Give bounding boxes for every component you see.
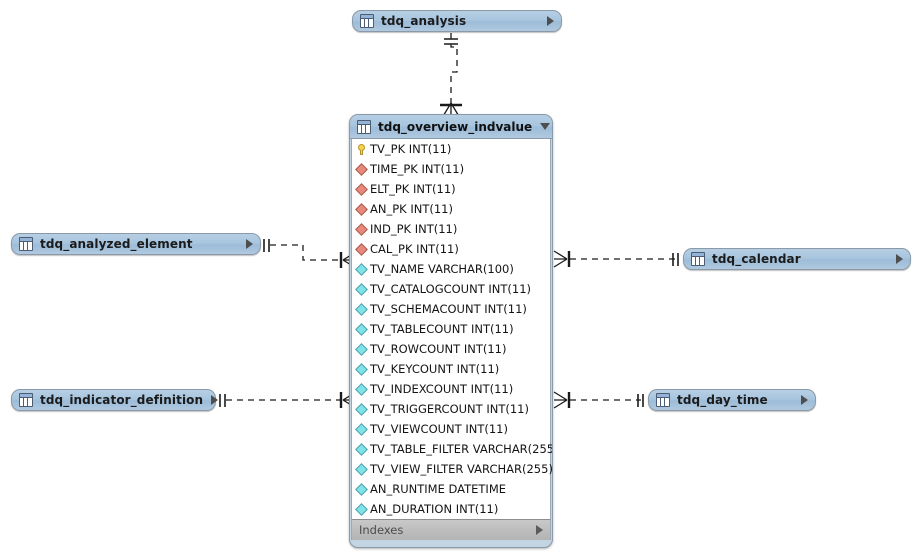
- table-title: tdq_indicator_definition: [40, 393, 204, 407]
- column-row[interactable]: AN_DURATION INT(11): [352, 499, 550, 519]
- column-label: TV_TABLECOUNT INT(11): [370, 322, 514, 336]
- indexes-label: Indexes: [359, 523, 404, 537]
- column-label: IND_PK INT(11): [370, 222, 458, 236]
- table-title: tdq_analysis: [381, 14, 467, 28]
- column-row[interactable]: AN_RUNTIME DATETIME: [352, 479, 550, 499]
- table-node-tdq-day-time[interactable]: tdq_day_time: [648, 389, 816, 411]
- column-row[interactable]: TV_PK INT(11): [352, 139, 550, 159]
- column-row[interactable]: CAL_PK INT(11): [352, 239, 550, 259]
- column-diamond-icon: [355, 482, 368, 496]
- table-icon: [656, 393, 670, 407]
- column-label: ELT_PK INT(11): [370, 182, 456, 196]
- table-node-tdq-overview-indvalue[interactable]: tdq_overview_indvalue TV_PK INT(11) TIME_…: [349, 114, 553, 548]
- table-title: tdq_overview_indvalue: [378, 119, 533, 134]
- column-label: AN_PK INT(11): [370, 202, 453, 216]
- chevron-right-icon[interactable]: [801, 395, 808, 405]
- column-label: TV_VIEW_FILTER VARCHAR(255): [370, 462, 553, 476]
- column-row[interactable]: TIME_PK INT(11): [352, 159, 550, 179]
- fk-diamond-icon: [355, 182, 368, 196]
- column-row[interactable]: TV_KEYCOUNT INT(11): [352, 359, 550, 379]
- column-row[interactable]: TV_TABLECOUNT INT(11): [352, 319, 550, 339]
- chevron-right-icon[interactable]: [547, 16, 554, 26]
- column-label: TV_ROWCOUNT INT(11): [370, 342, 507, 356]
- fk-diamond-icon: [355, 162, 368, 176]
- column-row[interactable]: AN_PK INT(11): [352, 199, 550, 219]
- column-row[interactable]: TV_SCHEMACOUNT INT(11): [352, 299, 550, 319]
- table-title: tdq_calendar: [712, 252, 801, 266]
- table-node-tdq-calendar[interactable]: tdq_calendar: [683, 248, 911, 270]
- table-icon: [19, 393, 33, 407]
- column-label: TV_KEYCOUNT INT(11): [370, 362, 500, 376]
- column-label: CAL_PK INT(11): [370, 242, 459, 256]
- column-diamond-icon: [355, 462, 368, 476]
- relationship-overview-to-day-time: [553, 391, 644, 409]
- chevron-down-icon[interactable]: [540, 123, 551, 130]
- column-label: TV_VIEWCOUNT INT(11): [370, 422, 508, 436]
- table-title: tdq_day_time: [677, 393, 768, 407]
- chevron-right-icon[interactable]: [246, 239, 253, 249]
- column-diamond-icon: [355, 262, 368, 276]
- table-header[interactable]: tdq_overview_indvalue: [350, 115, 552, 139]
- column-label: AN_RUNTIME DATETIME: [370, 482, 507, 496]
- column-diamond-icon: [355, 442, 368, 456]
- column-diamond-icon: [355, 502, 368, 516]
- column-row[interactable]: ELT_PK INT(11): [352, 179, 550, 199]
- column-row[interactable]: TV_INDEXCOUNT INT(11): [352, 379, 550, 399]
- indexes-row[interactable]: Indexes: [351, 519, 551, 540]
- column-row[interactable]: TV_VIEWCOUNT INT(11): [352, 419, 550, 439]
- fk-diamond-icon: [355, 242, 368, 256]
- column-label: TV_PK INT(11): [370, 142, 452, 156]
- column-label: TV_INDEXCOUNT INT(11): [370, 382, 514, 396]
- table-icon: [357, 119, 371, 134]
- column-label: AN_DURATION INT(11): [370, 502, 499, 516]
- table-node-tdq-analysis[interactable]: tdq_analysis: [352, 10, 562, 32]
- column-diamond-icon: [355, 302, 368, 316]
- column-list: TV_PK INT(11) TIME_PK INT(11) ELT_PK INT(1…: [351, 139, 553, 519]
- column-diamond-icon: [355, 322, 368, 336]
- column-row[interactable]: IND_PK INT(11): [352, 219, 550, 239]
- table-node-tdq-indicator-definition[interactable]: tdq_indicator_definition: [11, 389, 219, 411]
- column-row[interactable]: TV_VIEW_FILTER VARCHAR(255): [352, 459, 553, 479]
- relationship-overview-to-calendar: [553, 250, 679, 268]
- column-row[interactable]: TV_TABLE_FILTER VARCHAR(255): [352, 439, 553, 459]
- fk-diamond-icon: [355, 222, 368, 236]
- column-diamond-icon: [355, 362, 368, 376]
- table-node-tdq-analyzed-element[interactable]: tdq_analyzed_element: [11, 233, 261, 255]
- chevron-right-icon[interactable]: [211, 395, 219, 405]
- table-title: tdq_analyzed_element: [40, 237, 193, 251]
- column-diamond-icon: [355, 402, 368, 416]
- column-label: TV_NAME VARCHAR(100): [370, 262, 514, 276]
- table-icon: [360, 14, 374, 28]
- table-icon: [19, 237, 33, 251]
- column-label: TIME_PK INT(11): [370, 162, 465, 176]
- relationship-indicator-definition-to-overview: [219, 391, 357, 409]
- column-diamond-icon: [355, 382, 368, 396]
- column-row[interactable]: TV_TRIGGERCOUNT INT(11): [352, 399, 550, 419]
- column-diamond-icon: [355, 282, 368, 296]
- column-label: TV_SCHEMACOUNT INT(11): [370, 302, 527, 316]
- chevron-right-icon[interactable]: [536, 525, 543, 535]
- column-label: TV_TABLE_FILTER VARCHAR(255): [370, 442, 553, 456]
- column-diamond-icon: [355, 342, 368, 356]
- column-label: TV_TRIGGERCOUNT INT(11): [370, 402, 529, 416]
- column-row[interactable]: TV_CATALOGCOUNT INT(11): [352, 279, 550, 299]
- fk-diamond-icon: [355, 202, 368, 216]
- column-row[interactable]: TV_NAME VARCHAR(100): [352, 259, 550, 279]
- table-icon: [691, 252, 705, 266]
- column-row[interactable]: TV_ROWCOUNT INT(11): [352, 339, 550, 359]
- column-label: TV_CATALOGCOUNT INT(11): [370, 282, 532, 296]
- column-diamond-icon: [355, 422, 368, 436]
- chevron-right-icon[interactable]: [896, 254, 903, 264]
- key-icon: [357, 143, 366, 155]
- relationship-analyzed-element-to-overview: [263, 239, 357, 269]
- relationship-analysis-to-overview: [440, 33, 462, 119]
